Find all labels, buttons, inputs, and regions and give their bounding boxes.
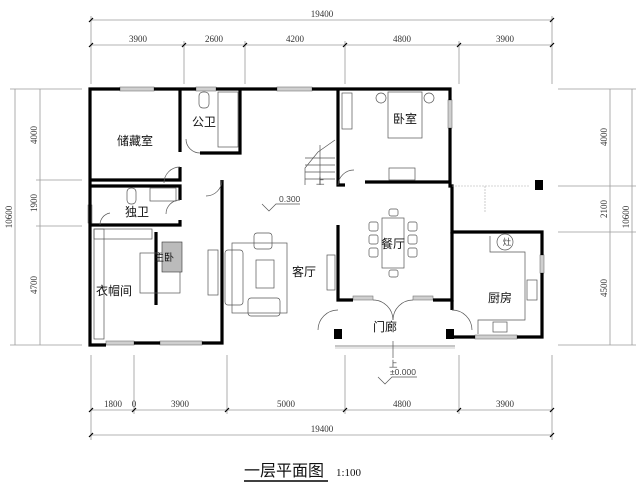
title-scale: 1:100	[336, 467, 362, 479]
tv-cabinet	[326, 254, 336, 291]
armchair	[253, 232, 273, 250]
cooktop	[526, 279, 538, 301]
elevation-interior: 0.300	[279, 194, 301, 204]
dim-right-2: 2100	[599, 200, 609, 219]
sofa	[224, 249, 244, 306]
elevation-marks: 0.300 上 ±0.000	[261, 194, 417, 385]
stairs: 上	[304, 139, 336, 186]
label-porch: 门廊	[373, 319, 397, 334]
coffee-table	[255, 259, 275, 289]
dim-left-total: 10600	[4, 205, 14, 228]
dim-left-1: 4000	[29, 126, 39, 145]
rug	[231, 242, 288, 314]
top-dimensions: 19400 3900 2600 4200 4800 3900	[88, 9, 555, 84]
tv-cabinet	[388, 167, 416, 181]
dim-bottom-3: 3900	[171, 399, 190, 409]
walls	[88, 87, 544, 349]
dim-right-1: 4000	[599, 128, 609, 147]
title-text: 一层平面图	[244, 461, 324, 480]
wardrobe	[93, 228, 153, 240]
label-private-bath: 独卫	[125, 205, 149, 219]
drawing-title: 一层平面图 1:100	[244, 461, 362, 482]
toilet	[126, 187, 137, 205]
stair-up-entry: 上	[389, 359, 398, 369]
toilet	[198, 91, 210, 109]
dim-top-1: 3900	[129, 34, 148, 44]
column	[334, 329, 342, 339]
bed	[139, 252, 181, 294]
dim-top-2: 2600	[205, 34, 224, 44]
label-dining-room: 餐厅	[381, 236, 405, 251]
label-bedroom: 卧室	[393, 111, 417, 126]
label-cloakroom: 衣帽间	[96, 283, 132, 298]
tv-cabinet	[207, 249, 219, 296]
room-labels: 储藏室 公卫 卧室 独卫 主卧 衣帽间 客厅 餐厅 厨房 门廊 灶	[96, 111, 512, 334]
label-storage: 储藏室	[117, 133, 153, 148]
stair-up-label: 上	[316, 176, 325, 186]
label-living-room: 客厅	[292, 264, 316, 279]
dim-right-total: 10600	[621, 205, 631, 228]
sink	[492, 321, 508, 333]
column	[535, 180, 543, 190]
label-kitchen: 厨房	[488, 290, 512, 305]
washbasin	[149, 187, 177, 202]
windows	[87, 86, 545, 346]
dim-top-3: 4200	[286, 34, 305, 44]
dim-left-2: 1900	[29, 194, 39, 213]
label-stove: 灶	[503, 237, 512, 247]
dim-top-4: 4800	[393, 34, 412, 44]
dim-left-3: 4700	[29, 276, 39, 295]
column	[446, 329, 454, 339]
dim-bottom-5: 4800	[393, 399, 412, 409]
dim-top-5: 3900	[496, 34, 515, 44]
left-dimensions: 10600 4000 1900 4700	[4, 88, 82, 346]
dim-bottom-2: 0	[132, 399, 137, 409]
stove	[496, 233, 514, 251]
bed	[387, 91, 423, 139]
dim-bottom-6: 3900	[496, 399, 515, 409]
dim-bottom-1: 1800	[104, 399, 123, 409]
label-master-bedroom: 主卧	[154, 251, 174, 264]
elevation-entry: ±0.000	[390, 367, 416, 377]
furniture	[93, 91, 538, 340]
bottom-dimensions: 1800 0 3900 5000 4800 3900 19400	[88, 355, 555, 440]
dim-right-3: 4500	[599, 279, 609, 298]
label-public-bath: 公卫	[192, 115, 216, 129]
wardrobe	[341, 92, 353, 130]
dining-table	[381, 217, 405, 269]
dim-bottom-total: 19400	[311, 424, 334, 434]
sofa-corner	[161, 241, 183, 273]
doors	[99, 138, 473, 331]
sofa	[247, 297, 281, 317]
dim-top-total: 19400	[311, 9, 334, 19]
shower	[217, 91, 239, 148]
dim-bottom-4: 5000	[277, 399, 296, 409]
right-dimensions: 4000 2100 4500 10600	[558, 88, 636, 346]
